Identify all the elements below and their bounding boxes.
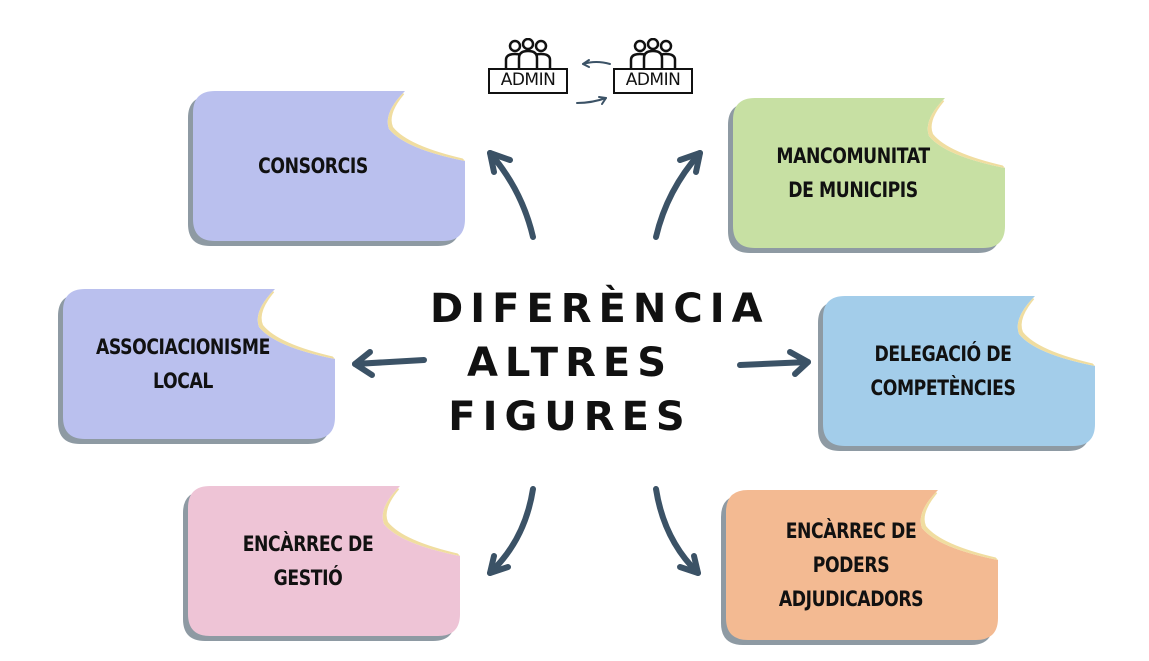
card-body (726, 490, 998, 640)
card-body (63, 289, 335, 439)
people-at-desk-icon (504, 38, 552, 70)
card-delegacio: DELEGACIÓ DE COMPETÈNCIES (818, 296, 1095, 451)
card-label-line: ENCÀRREC DE (242, 532, 374, 556)
folded-corner-back (931, 98, 1005, 166)
card-label-line: GESTIÓ (273, 566, 343, 590)
arrow-to-associacionisme (352, 349, 427, 378)
card-label-line: DE MUNICIPIS (788, 178, 918, 202)
card-label: CONSORCIS (215, 91, 412, 241)
card-label-line: ADJUDICADORS (778, 587, 924, 611)
admin-icon-right: ADMIN (613, 38, 693, 98)
arrow-to-encarrec-gestio (487, 486, 536, 576)
card-label: ENCÀRREC DE GESTIÓ (210, 486, 407, 636)
title-line: DIFERÈNCIA (430, 286, 770, 332)
card-label-line: ASSOCIACIONISME (95, 335, 271, 359)
admin-icon-left: ADMIN (488, 38, 568, 98)
folded-corner-back (1021, 296, 1095, 364)
card-body (193, 91, 465, 241)
card-encarrec-poders: ENCÀRREC DE PODERS ADJUDICADORS (721, 490, 998, 645)
card-body (733, 98, 1005, 248)
folded-corner-back (386, 486, 460, 554)
card-encarrec-gestio: ENCÀRREC DE GESTIÓ (183, 486, 460, 641)
arrow-to-mancomunitat (653, 150, 703, 240)
arrow-to-delegacio (737, 349, 811, 377)
card-label-line: COMPETÈNCIES (870, 376, 1016, 400)
card-associacionisme: ASSOCIACIONISME LOCAL (58, 289, 335, 444)
card-label-line: LOCAL (153, 369, 213, 393)
card-body (188, 486, 460, 636)
people-at-desk-icon (629, 38, 677, 70)
card-mancomunitat: MANCOMUNITAT DE MUNICIPIS (728, 98, 1005, 253)
admin-label: ADMIN (613, 68, 693, 94)
title-line: ALTRES (466, 340, 674, 386)
card-label-line: ENCÀRREC DE PODERS (785, 519, 917, 577)
card-label-line: DELEGACIÓ DE (874, 342, 1012, 366)
central-topic-title: DIFERÈNCIA ALTRES FIGURES (430, 282, 770, 444)
card-label-line: CONSORCIS (258, 154, 368, 178)
arrow-to-consorcis (487, 150, 536, 240)
card-label: ENCÀRREC DE PODERS ADJUDICADORS (749, 490, 954, 640)
card-label: DELEGACIÓ DE COMPETÈNCIES (845, 296, 1042, 446)
folded-corner-back (261, 289, 335, 357)
admin-label: ADMIN (488, 68, 568, 94)
card-label: ASSOCIACIONISME LOCAL (85, 289, 282, 439)
arrow-to-encarrec-poders (653, 486, 701, 576)
folded-corner-back (391, 91, 465, 159)
card-body (823, 296, 1095, 446)
card-label: MANCOMUNITAT DE MUNICIPIS (755, 98, 952, 248)
admin-exchange-arrows (576, 59, 611, 105)
card-label-line: MANCOMUNITAT (776, 144, 930, 168)
card-consorcis: CONSORCIS (188, 91, 465, 246)
title-line: FIGURES (448, 394, 692, 440)
folded-corner-back (924, 490, 998, 558)
